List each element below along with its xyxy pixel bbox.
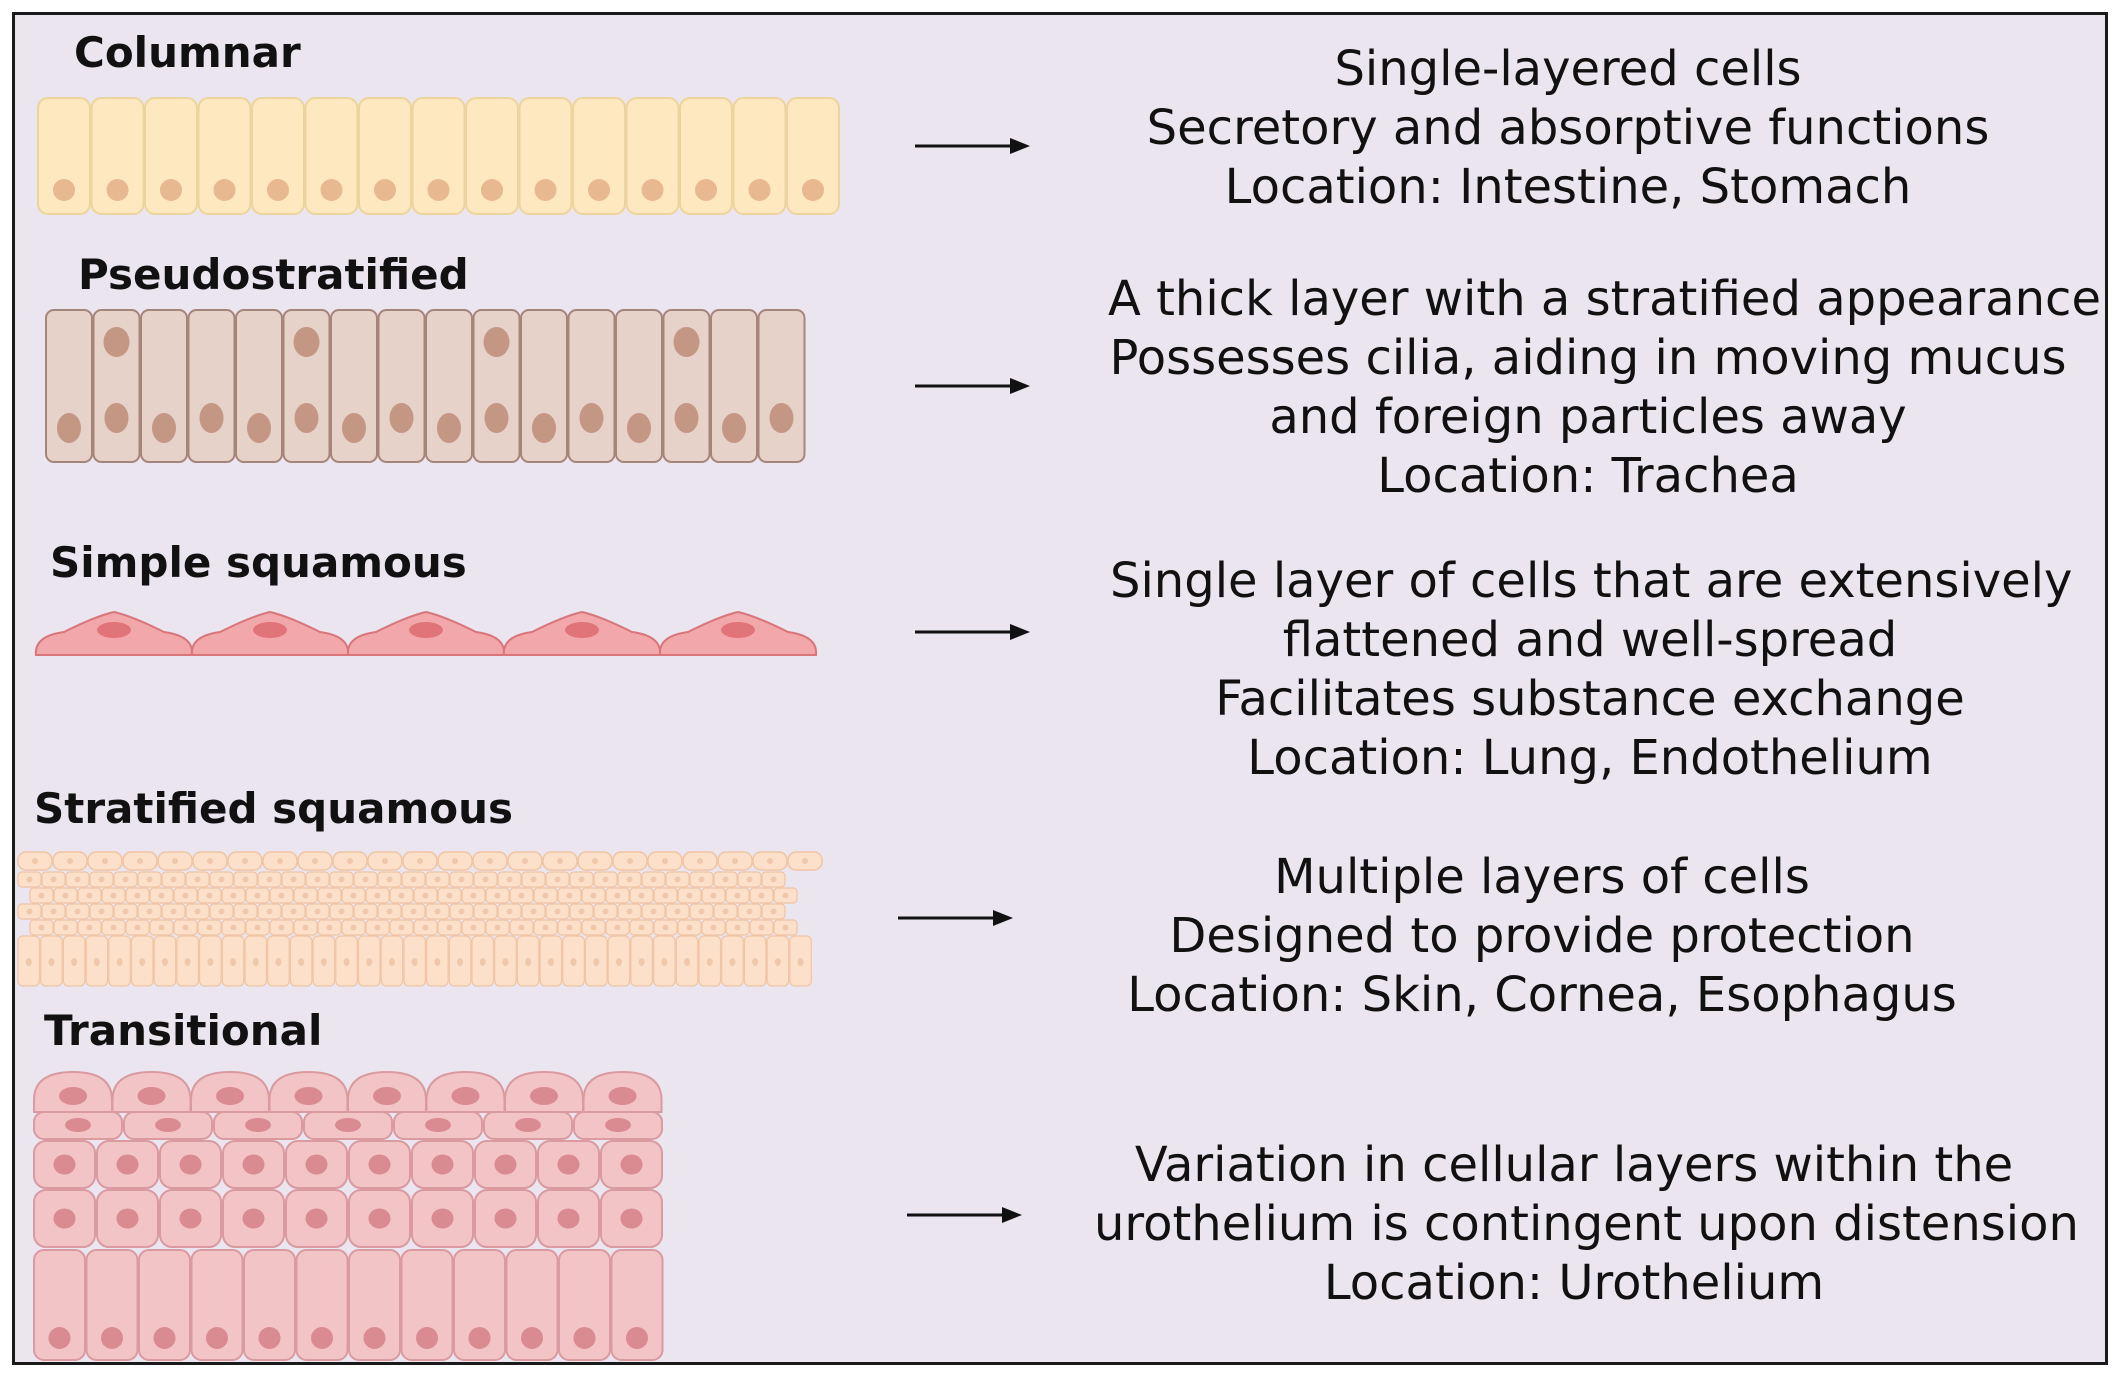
arrow-icon	[898, 910, 1013, 926]
desc-line: Possesses cilia, aiding in moving mucus	[1109, 330, 2067, 386]
desc-line: urothelium is contingent upon distension	[1094, 1196, 2079, 1252]
desc-simple-squamous: Single layer of cells that are extensive…	[1110, 552, 2073, 788]
title-transitional: Transitional	[44, 1006, 323, 1055]
desc-line: Secretory and absorptive functions	[1146, 100, 1990, 156]
title-columnar: Columnar	[74, 28, 301, 77]
transitional-epithelium-icon	[33, 1070, 664, 1361]
desc-line: and foreign particles away	[1269, 389, 1907, 445]
desc-line: A thick layer with a stratified appearan…	[1108, 271, 2101, 327]
title-simple-squamous: Simple squamous	[50, 538, 467, 587]
arrow-icon	[915, 624, 1030, 640]
desc-line: Location: Intestine, Stomach	[1224, 159, 1912, 215]
title-stratified-squamous: Stratified squamous	[34, 784, 513, 833]
desc-line: Single layer of cells that are extensive…	[1110, 553, 2073, 609]
desc-line: Location: Skin, Cornea, Esophagus	[1127, 967, 1957, 1023]
stratified-squamous-epithelium-icon	[17, 851, 823, 987]
desc-line: Variation in cellular layers within the	[1134, 1137, 2014, 1193]
pseudostratified-epithelium-icon	[45, 309, 806, 463]
title-pseudostratified: Pseudostratified	[78, 250, 469, 299]
desc-line: Location: Urothelium	[1323, 1255, 1825, 1311]
desc-line: flattened and well-spread	[1282, 612, 1898, 668]
desc-line: Location: Trachea	[1377, 448, 1799, 504]
desc-line: Designed to provide protection	[1169, 908, 1915, 964]
columnar-epithelium-icon	[37, 97, 840, 215]
simple-squamous-epithelium-icon	[34, 610, 818, 656]
desc-line: Facilitates substance exchange	[1215, 671, 1965, 727]
arrow-icon	[915, 138, 1030, 154]
desc-pseudostratified: A thick layer with a stratified appearan…	[1108, 270, 2101, 506]
desc-line: Multiple layers of cells	[1274, 849, 1810, 905]
desc-line: Location: Lung, Endothelium	[1247, 730, 1933, 786]
arrow-icon	[915, 378, 1030, 394]
desc-line: Single-layered cells	[1334, 41, 1802, 97]
arrow-icon	[907, 1207, 1022, 1223]
